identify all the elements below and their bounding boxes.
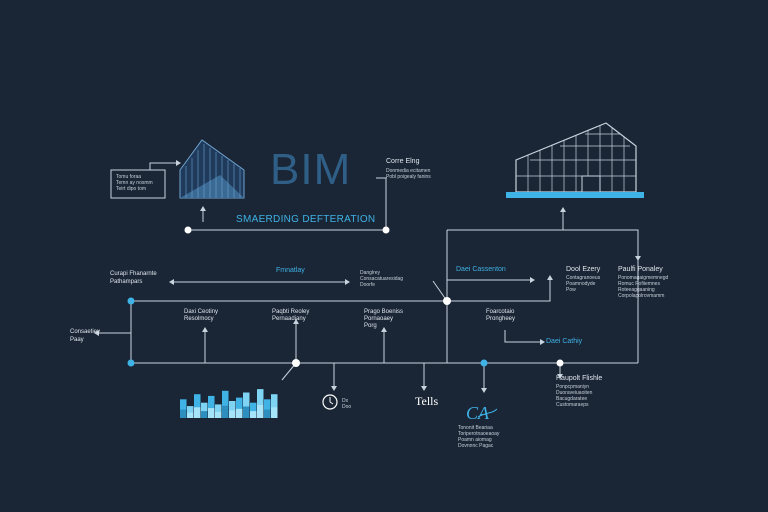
connector-dool: [447, 278, 551, 302]
node: [480, 359, 488, 367]
connector-bim-top: [376, 177, 387, 230]
node: [184, 226, 192, 234]
arrowhead: [202, 327, 208, 332]
bar: [229, 401, 236, 418]
label-dool-ezery: Dool Ezery: [566, 266, 601, 273]
logo-mark: CA: [466, 403, 498, 423]
page-title: BIM: [270, 145, 352, 194]
bar-segment: [222, 405, 229, 418]
label-fmnatlay: Fmnatlay: [276, 267, 305, 274]
arrowhead: [331, 386, 337, 391]
label-corre-elng-sub: Donmedia ecitamen Pobl poigealy fanins: [386, 168, 431, 180]
arrowhead: [345, 279, 350, 285]
arrowhead: [176, 160, 181, 166]
bar: [257, 389, 264, 418]
bar-segment: [180, 409, 187, 418]
arrowhead: [293, 319, 299, 324]
arrowhead: [381, 327, 387, 332]
building-icon-right: [506, 122, 644, 198]
label-foarcotaio: Foarcotaio Prongheey: [486, 309, 516, 322]
node: [556, 359, 564, 367]
label-danglrey: Danglrey Consacatuaresidag Doorfe: [360, 270, 404, 288]
connector-daei-cathiy: [504, 330, 540, 343]
connector-curve: [432, 280, 448, 302]
node: [127, 297, 135, 305]
bar-segment: [194, 407, 201, 418]
bar-chart: [180, 389, 278, 418]
node: [382, 226, 390, 234]
arrowhead: [557, 374, 563, 379]
arrowhead: [635, 256, 641, 261]
clock-icon: [322, 394, 338, 410]
left-box-text: Tomu foraa Temn ay nosmm Teirt dipo tom: [116, 174, 153, 192]
bar-segment: [215, 411, 222, 418]
connector-central-right: [447, 229, 639, 363]
node: [292, 359, 300, 367]
subtitle: SMAERDING DEFTERATION: [236, 214, 376, 225]
bar: [222, 390, 229, 418]
arrowhead: [169, 279, 174, 285]
arrowhead: [547, 275, 553, 280]
bar-segment: [208, 408, 215, 418]
arrowhead: [530, 277, 535, 283]
label-curapi: Curapi Fhanarnte Pathampars: [110, 271, 157, 285]
label-corre-elng: Corre Elng: [386, 158, 420, 165]
bar: [243, 392, 250, 418]
arrowhead: [200, 206, 206, 211]
bar: [208, 395, 215, 418]
bar: [187, 406, 194, 418]
bar-segment: [264, 409, 271, 418]
bar-segment: [236, 408, 243, 418]
svg-text:CA: CA: [466, 403, 490, 423]
label-haupolt-sub: Ponpcpmaniyn Duoraveiuaoiten Bacugdarate…: [556, 384, 593, 408]
arrowhead: [94, 330, 99, 336]
label-paqbti-reoley: Paqbti Reoley Pernaadiany: [272, 309, 310, 322]
node: [127, 359, 135, 367]
label-daxi-ceotiny: Daxi Ceotiny Resolmocy: [184, 309, 219, 322]
arrowhead: [481, 388, 487, 393]
arrowhead: [560, 207, 566, 212]
node: [443, 297, 451, 305]
bar: [236, 397, 243, 418]
label-paulfi-ponaley: Paulfi Ponaley: [618, 266, 663, 273]
bar-segment: [271, 407, 278, 418]
label-daei-cassenton: Daei Cassenton: [456, 266, 506, 273]
label-tononit: Tononit Beariaa Toriperotnaoeaoay Poamn …: [458, 425, 500, 449]
left-info-box: [110, 169, 166, 199]
bar: [215, 404, 222, 418]
bar: [264, 399, 271, 418]
bar-segment: [201, 411, 208, 418]
label-daei-cathiy: Daei Cathiy: [546, 338, 583, 345]
label-tells: Tells: [415, 394, 439, 408]
label-prago-boeniss: Prago Boeniss Pornaoaey Porg: [364, 309, 404, 329]
bar: [180, 399, 187, 418]
building-icon-left: [179, 139, 245, 199]
bar: [271, 394, 278, 418]
bar: [201, 402, 208, 418]
bar: [194, 394, 201, 418]
bar-segment: [229, 410, 236, 418]
label-paulfi-sub: Ponomagaigmemnegd Romuc Pofiiemnes Rotee…: [618, 275, 669, 299]
label-haupolt-flishle: Haupolt Flishle: [556, 375, 603, 382]
bar-segment: [257, 404, 264, 418]
bar-segment: [243, 406, 250, 418]
arrowhead: [421, 386, 427, 391]
label-clock: Dx Doo: [342, 398, 352, 410]
arrowhead: [540, 339, 545, 345]
connector-box-building: [149, 162, 176, 171]
bar: [250, 402, 257, 418]
label-dool-ezery-sub: Contagranoeus Poamnodyde Pow: [566, 275, 601, 293]
bar-segment: [250, 411, 257, 418]
bar-segment: [187, 412, 194, 418]
label-consaetiey: Consaetiey Paay: [70, 329, 101, 343]
